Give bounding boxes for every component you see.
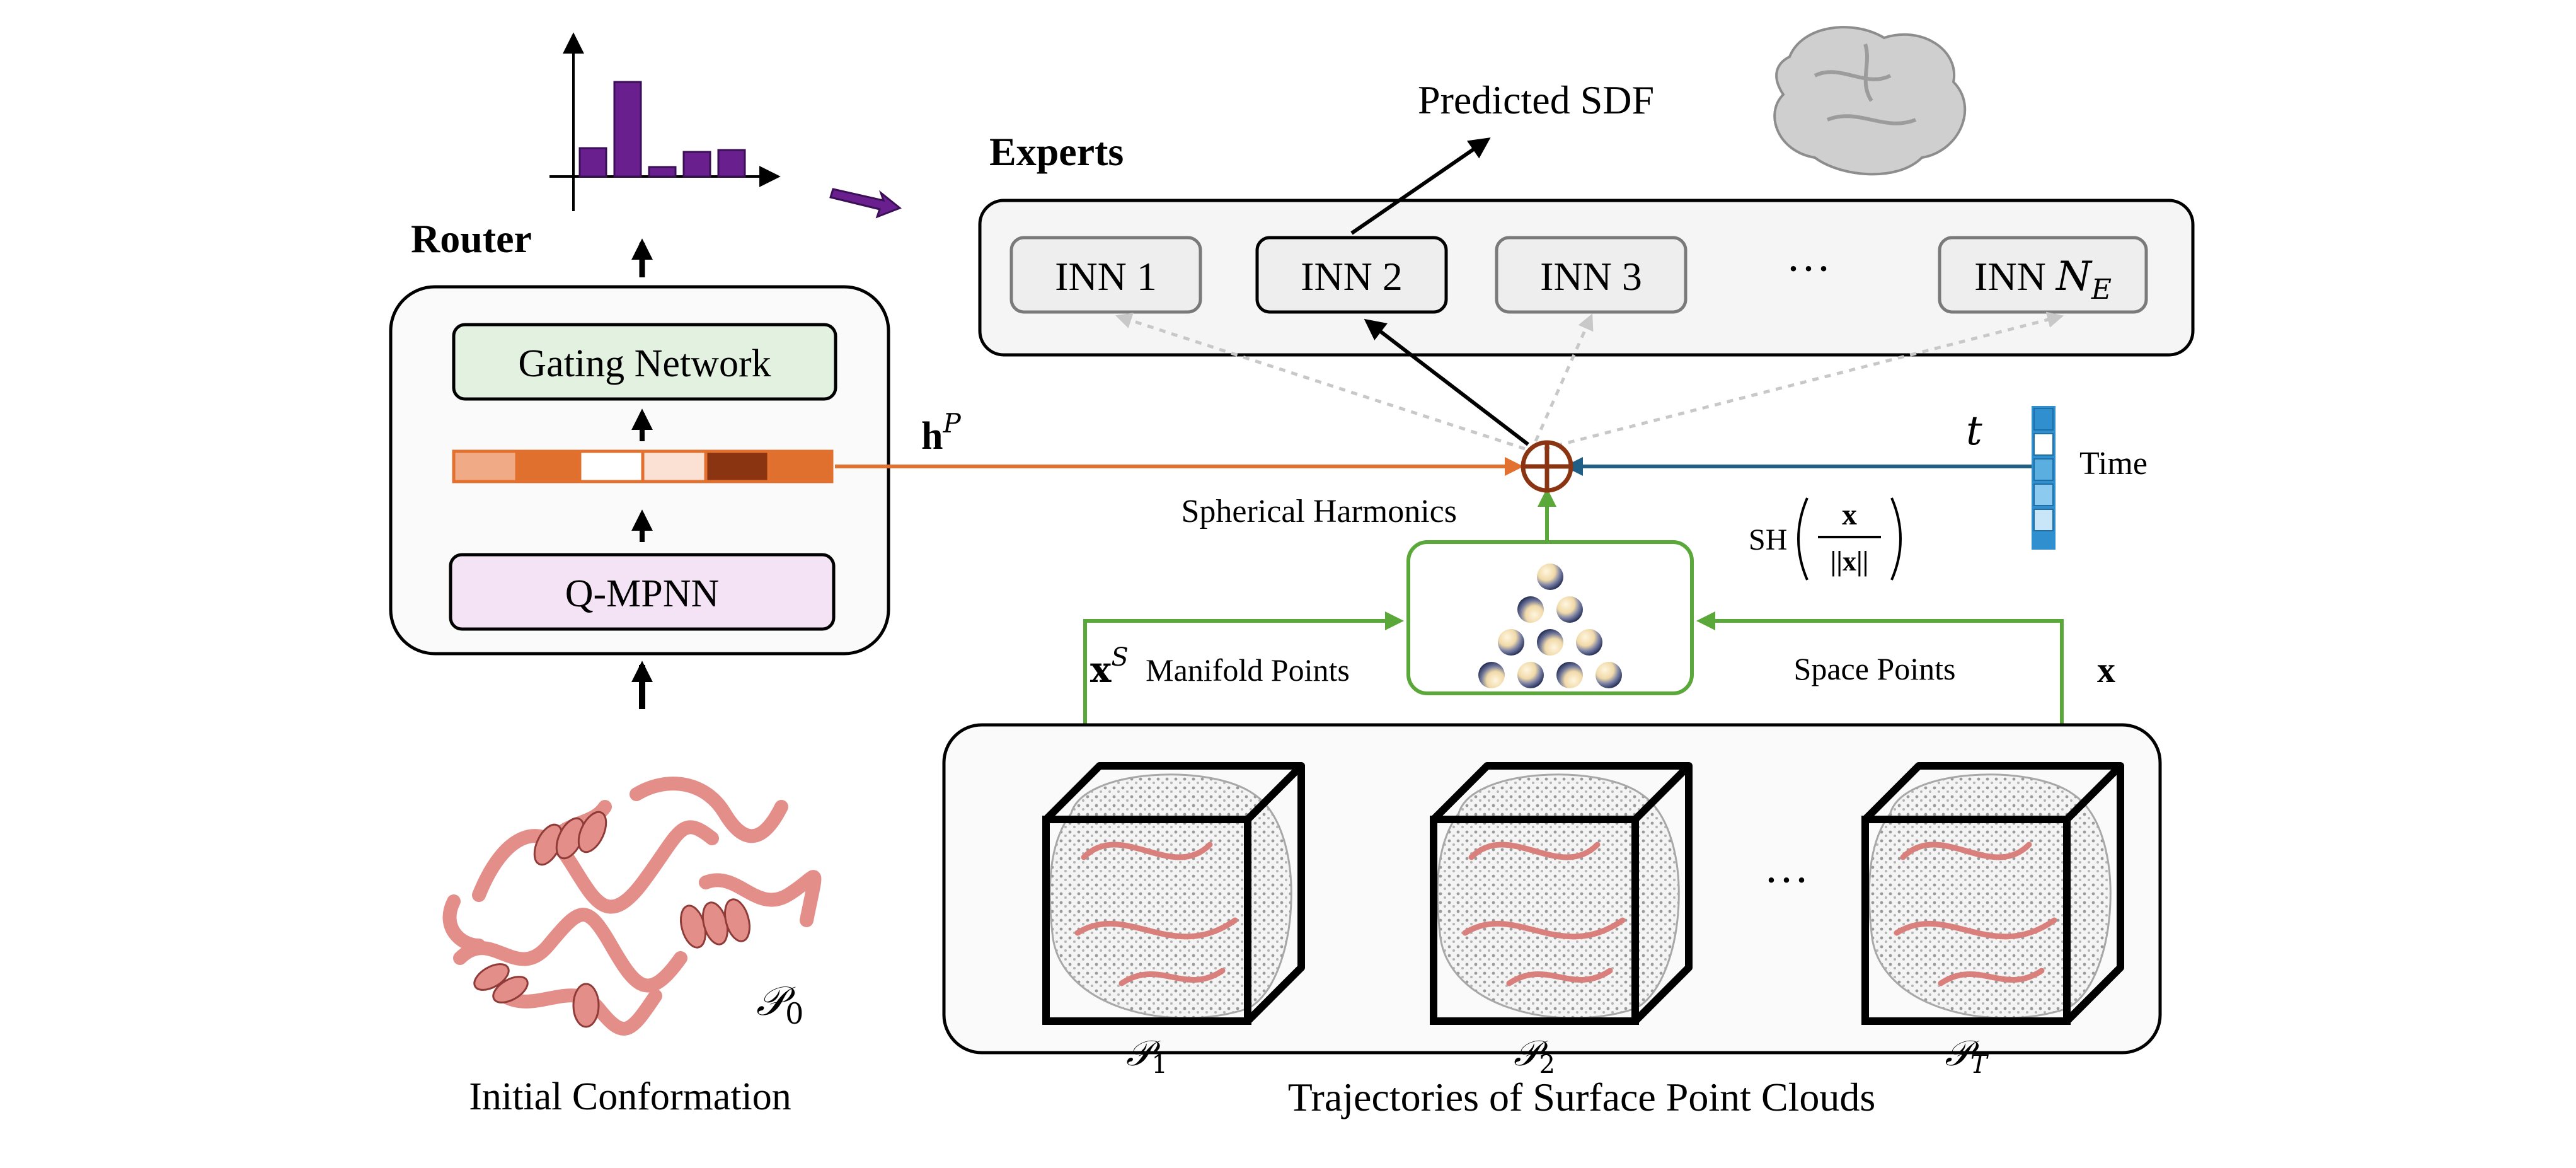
- gating-network-box: [452, 323, 837, 401]
- trajectory-frame-2: 𝒫2: [1430, 762, 1693, 1079]
- hist-bar: [682, 151, 711, 178]
- p0-symbol: 𝒫0: [756, 978, 803, 1031]
- protein-ribbon: [1894, 841, 2057, 986]
- harmonic-sphere: [1596, 662, 1622, 688]
- expert-inn-1-label: INN 1: [1055, 254, 1157, 299]
- helix-coils: [473, 811, 750, 1028]
- expert-inn-3: INN 3: [1495, 236, 1688, 314]
- arrow-inn-2-to-sdf: [1350, 137, 1491, 235]
- initial-conformation-label: Initial Conformation: [469, 1075, 791, 1118]
- embedding-vector: [452, 449, 834, 483]
- sh-prefix: SH: [1749, 523, 1787, 557]
- hist-bars: [578, 81, 746, 178]
- protein-ribbon: [1074, 841, 1238, 986]
- sh-numerator: x: [1842, 498, 1857, 531]
- expert-inn-ne-box: [1938, 236, 2148, 314]
- dotted-arrow-to-inn-3: [1534, 313, 1594, 442]
- time-embedding: [2032, 406, 2056, 550]
- hist-bar: [578, 147, 607, 178]
- experts-title: Experts: [989, 129, 1124, 174]
- point-cloud-image: [1049, 773, 1292, 1019]
- sh-left-paren: [1797, 497, 1808, 581]
- spherical-harmonics-box: [1406, 540, 1694, 695]
- embedding-cell: [515, 449, 582, 483]
- q-mpnn-box: [449, 553, 836, 631]
- hist-bar: [613, 81, 642, 178]
- q-mpnn-label: Q-MPNN: [565, 572, 720, 615]
- predicted-surface-texture: [1814, 43, 1917, 125]
- cube-back-edges: [1043, 762, 1305, 1024]
- harmonic-sphere: [1537, 564, 1563, 590]
- time-cell: [2033, 483, 2054, 506]
- expert-inn-3-box: [1495, 236, 1688, 314]
- harmonic-sphere: [1576, 629, 1602, 656]
- trajectory-frame-1: 𝒫1: [1042, 762, 1305, 1079]
- time-cell: [2033, 458, 2054, 481]
- harmonic-sphere: [1537, 629, 1563, 656]
- gating-network-label: Gating Network: [518, 342, 771, 385]
- sh-right-paren: [1890, 497, 1902, 581]
- harmonic-sphere: [1517, 596, 1544, 623]
- dotted-arrow-to-inn-1: [1115, 313, 1526, 451]
- cube-front-face: [1861, 816, 2071, 1025]
- expert-inn-2-box: [1255, 236, 1448, 314]
- manifold-points-label: Manifold Points: [1146, 652, 1350, 688]
- trajectories-ellipsis: ···: [1764, 855, 1809, 905]
- arrow-to-inn-2: [1364, 318, 1529, 446]
- expert-inn-2: INN 2: [1255, 236, 1448, 314]
- harmonic-sphere: [1556, 662, 1583, 688]
- cube-front-face: [1430, 816, 1639, 1025]
- harmonic-sphere: [1478, 662, 1505, 688]
- time-cell: [2033, 509, 2054, 531]
- point-cloud-image: [1868, 773, 2112, 1019]
- frame-label: 𝒫2: [1514, 1033, 1555, 1079]
- experts-ellipsis: ···: [1786, 243, 1831, 294]
- embedding-cell: [452, 449, 519, 483]
- spherical-harmonics-label: Spherical Harmonics: [1181, 494, 1457, 529]
- cube-front-face: [1042, 816, 1251, 1025]
- time-cell: [2033, 408, 2054, 431]
- harmonic-sphere: [1517, 662, 1544, 688]
- expert-inn-2-label: INN 2: [1301, 254, 1403, 299]
- embedding-cell: [767, 449, 834, 483]
- hist-bar: [648, 166, 677, 178]
- protein-ribbon: [1462, 841, 1626, 986]
- space-points-label: Space Points: [1794, 651, 1956, 686]
- trajectories-label: Trajectories of Surface Point Clouds: [1288, 1075, 1876, 1119]
- xs-label: xS: [1090, 643, 1129, 691]
- time-cell: [2033, 433, 2054, 456]
- embedding-cell: [704, 449, 771, 483]
- hist-bar: [717, 149, 746, 178]
- combiner-plus-icon: [1521, 440, 1573, 493]
- expert-inn-1: INN 1: [1009, 236, 1202, 314]
- cube-back-edges: [1430, 762, 1693, 1024]
- predicted-sdf-label: Predicted SDF: [1418, 78, 1654, 122]
- router-to-experts-arrow: [829, 188, 902, 219]
- dotted-arrow-to-inn-ne: [1543, 311, 2064, 451]
- embedding-cell: [641, 449, 708, 483]
- time-label: Time: [2079, 446, 2148, 482]
- harmonic-sphere: [1556, 596, 1583, 623]
- router-histogram: [549, 32, 781, 211]
- sh-formula: SH x ||x||: [1749, 497, 1902, 581]
- expert-inn-3-label: INN 3: [1540, 254, 1642, 299]
- sh-denominator: ||x||: [1831, 546, 1869, 577]
- t-label: t: [1966, 408, 1982, 454]
- router-title: Router: [411, 216, 532, 261]
- point-cloud-image: [1436, 773, 1680, 1019]
- harmonics-spheres-image: [1478, 564, 1622, 688]
- expert-inn-ne-label: INN NE: [1974, 253, 2112, 306]
- cube-back-edges: [1862, 762, 2124, 1024]
- expert-inn-1-box: [1009, 236, 1202, 314]
- hp-label: hP: [921, 408, 961, 458]
- expert-inn-ne: INN NE: [1938, 236, 2148, 314]
- embedding-cell: [578, 449, 645, 483]
- harmonic-sphere: [1498, 629, 1524, 656]
- x-label: x: [2097, 649, 2115, 690]
